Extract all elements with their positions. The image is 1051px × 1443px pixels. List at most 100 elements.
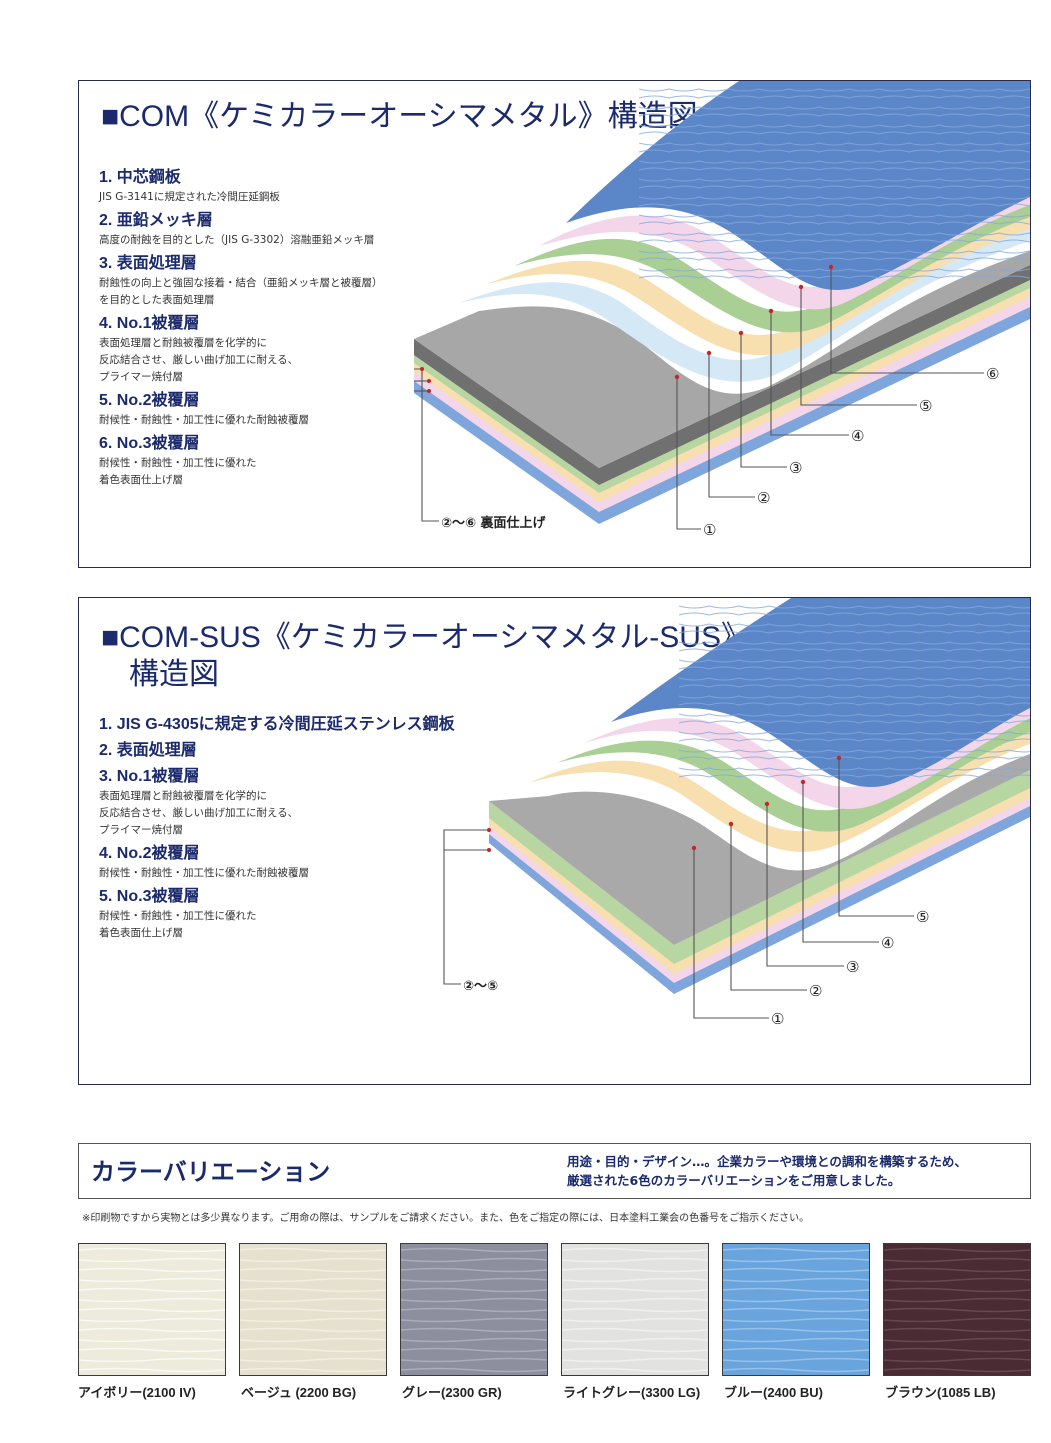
layer-light-blue bbox=[459, 221, 1030, 382]
surface-texture-line bbox=[678, 702, 1030, 706]
layer-description: 耐候性・耐蝕性・加工性に優れた bbox=[99, 457, 257, 469]
swatch-texture bbox=[884, 1247, 1030, 1373]
color-swatch bbox=[400, 1243, 548, 1376]
layer-description: 着色表面仕上げ層 bbox=[99, 474, 183, 486]
surface-texture-line bbox=[638, 185, 1030, 189]
com-sus-structure-panel: ■COM-SUS《ケミカラーオーシマメタル-SUS》 構造図 1. JIS G-… bbox=[78, 597, 1031, 1085]
surface-texture-line bbox=[678, 677, 1030, 681]
callout-3: ③ bbox=[846, 958, 859, 976]
swatch-label: グレー(2300 GR) bbox=[402, 1385, 502, 1400]
surface-texture-line bbox=[638, 95, 1030, 99]
surface-texture-line bbox=[678, 756, 1030, 760]
surface-texture-line bbox=[638, 106, 1030, 110]
swatch-texture bbox=[401, 1247, 547, 1373]
swatch-label: アイボリー(2100 IV) bbox=[78, 1385, 196, 1400]
layer-edge-blue bbox=[489, 794, 1030, 994]
surface-texture-line bbox=[638, 113, 1030, 117]
layer-cream bbox=[529, 722, 1030, 852]
callout-5: ⑤ bbox=[919, 397, 932, 415]
back-finish-label: ②～⑥ 裏面仕上げ bbox=[441, 515, 547, 531]
callout-6: ⑥ bbox=[986, 365, 999, 383]
print-note: ※印刷物ですから実物とは多少異なります。ご用命の際は、サンプルをご請求ください。… bbox=[82, 1213, 810, 1224]
layer-description: 耐候性・耐蝕性・加工性に優れた耐蝕被覆層 bbox=[99, 414, 309, 426]
callout-2: ② bbox=[809, 982, 822, 1000]
surface-texture-line bbox=[678, 623, 1030, 627]
layer-description: 表面処理層と耐蝕被覆層を化学的に bbox=[99, 337, 267, 349]
color-swatch bbox=[883, 1243, 1031, 1376]
color-variation-text: 用途・目的・デザイン…。企業カラーや環境との調和を構築するため、 厳選された6色… bbox=[567, 1152, 967, 1190]
surface-texture-line bbox=[638, 250, 1030, 254]
color-variation-text-line1: 用途・目的・デザイン…。企業カラーや環境との調和を構築するため、 bbox=[567, 1154, 967, 1169]
layer-description: 高度の耐蝕を目的とした（JIS G-3302）溶融亜鉛メッキ層 bbox=[99, 234, 375, 246]
callout-1: ① bbox=[771, 1010, 784, 1028]
surface-texture-line bbox=[638, 88, 1030, 92]
layer-heading: 2. 表面処理層 bbox=[99, 742, 197, 759]
layer-description: プライマー焼付層 bbox=[99, 824, 183, 836]
layer-heading: 5. No.2被覆層 bbox=[99, 392, 200, 409]
surface-texture-line bbox=[638, 257, 1030, 261]
panel-title: ■COM-SUS《ケミカラーオーシマメタル-SUS》 bbox=[101, 621, 751, 654]
surface-texture-line bbox=[678, 749, 1030, 753]
surface-texture-line bbox=[678, 641, 1030, 645]
layer-edge-pink bbox=[489, 788, 1030, 983]
color-swatch bbox=[239, 1243, 387, 1376]
surface-texture-line bbox=[638, 142, 1030, 146]
surface-texture-line bbox=[638, 214, 1030, 218]
layer-structure-diagram: ① ② ③ ④ ⑤ ②～⑤ bbox=[443, 598, 1030, 1028]
callout-5: ⑤ bbox=[916, 908, 929, 926]
layer-heading: 3. 表面処理層 bbox=[99, 255, 197, 272]
surface-texture-line bbox=[638, 203, 1030, 207]
color-swatch bbox=[561, 1243, 709, 1376]
swatch-label: ブラウン(1085 LB) bbox=[885, 1385, 996, 1400]
layer-green bbox=[514, 193, 1030, 333]
panel-title-line2: 構造図 bbox=[129, 658, 219, 691]
color-variation-text-line2: 厳選された6色のカラーバリエーションをご用意しました。 bbox=[567, 1173, 901, 1188]
back-finish-label: ②～⑤ bbox=[463, 979, 498, 994]
surface-texture-line bbox=[678, 684, 1030, 688]
color-variation-header: カラーバリエーション 用途・目的・デザイン…。企業カラーや環境との調和を構築する… bbox=[78, 1143, 1031, 1199]
surface-texture-line bbox=[678, 648, 1030, 652]
surface-texture-line bbox=[678, 630, 1030, 634]
surface-texture-line bbox=[638, 196, 1030, 200]
surface-texture-line bbox=[638, 167, 1030, 171]
surface-texture-line bbox=[678, 713, 1030, 717]
color-variation-title: カラーバリエーション bbox=[91, 1159, 331, 1186]
color-swatch bbox=[78, 1243, 226, 1376]
layer-description: 着色表面仕上げ層 bbox=[99, 927, 183, 939]
callout-2: ② bbox=[757, 489, 770, 507]
color-swatches: アイボリー(2100 IV)ベージュ (2200 BG)グレー(2300 GR)… bbox=[78, 1243, 1031, 1403]
surface-texture-line bbox=[678, 695, 1030, 699]
layer-heading: 5. No.3被覆層 bbox=[99, 888, 200, 905]
layer-description: 耐候性・耐蝕性・加工性に優れた耐蝕被覆層 bbox=[99, 867, 309, 879]
surface-texture-line bbox=[638, 268, 1030, 272]
layer-gray-core bbox=[414, 251, 1030, 468]
layer-pink bbox=[584, 694, 1030, 810]
callout-1: ① bbox=[703, 521, 716, 539]
layer-heading: 3. No.1被覆層 bbox=[99, 768, 200, 785]
surface-texture-line bbox=[638, 232, 1030, 236]
swatch-texture bbox=[562, 1247, 708, 1373]
layer-edge-cream bbox=[489, 780, 1030, 974]
layer-description: 反応結合させ、厳しい曲げ加工に耐える、 bbox=[99, 354, 299, 366]
layer-heading: 6. No.3被覆層 bbox=[99, 435, 200, 452]
layer-heading: 2. 亜鉛メッキ層 bbox=[99, 212, 213, 229]
callout-3: ③ bbox=[789, 459, 802, 477]
callout-4: ④ bbox=[881, 934, 894, 952]
layer-heading: 1. 中芯鋼板 bbox=[99, 169, 181, 186]
swatch-texture bbox=[79, 1247, 225, 1373]
layer-heading: 4. No.2被覆層 bbox=[99, 845, 200, 862]
layer-description: プライマー焼付層 bbox=[99, 371, 183, 383]
callout-4: ④ bbox=[851, 427, 864, 445]
surface-texture-line bbox=[678, 720, 1030, 724]
surface-texture-line bbox=[678, 731, 1030, 735]
surface-texture-line bbox=[638, 131, 1030, 135]
surface-texture-line bbox=[678, 767, 1030, 771]
surface-texture-line bbox=[678, 738, 1030, 742]
surface-texture-line bbox=[638, 178, 1030, 182]
surface-texture-line bbox=[638, 221, 1030, 225]
surface-texture-line bbox=[638, 124, 1030, 128]
layer-description: を目的とした表面処理層 bbox=[99, 294, 215, 306]
